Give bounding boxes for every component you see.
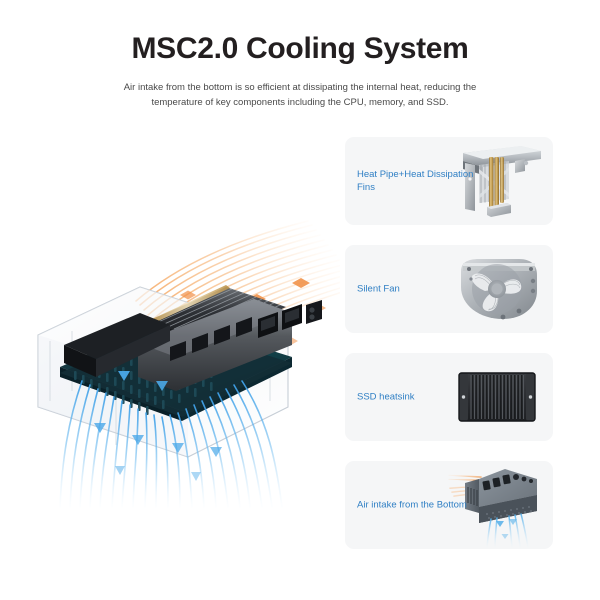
page-subtitle: Air intake from the bottom is so efficie… (123, 82, 477, 108)
feature-card-label: Silent Fan (357, 283, 400, 295)
usb-port (170, 317, 252, 361)
page-header: MSC2.0 Cooling System Air intake from th… (0, 30, 600, 110)
heat-pipe-fins-icon (445, 137, 549, 225)
feature-card-label: SSD heatsink (357, 391, 415, 403)
feature-card-heat-pipe[interactable]: Heat Pipe+Heat Dissipation Fins (345, 137, 553, 225)
feature-card-label: Heat Pipe+Heat Dissipation Fins (357, 169, 474, 193)
rj45-port (258, 304, 302, 338)
feature-card-air-intake[interactable]: Air intake from the Bottom (345, 461, 553, 549)
mini-pc-cutaway-illustration (20, 195, 340, 515)
feature-card-label: Air intake from the Bottom (357, 499, 467, 511)
feature-card-silent-fan[interactable]: Silent Fan (345, 245, 553, 333)
blower-fan-icon (445, 245, 549, 333)
page-title: MSC2.0 Cooling System (131, 32, 469, 65)
power-connector (306, 300, 322, 324)
feature-card-ssd-heatsink[interactable]: SSD heatsink (345, 353, 553, 441)
cool-air-intake-stream (59, 371, 283, 508)
mini-pc-bottom-intake-icon (445, 461, 549, 549)
internal-fan-shroud (64, 313, 170, 377)
io-port-panel (138, 299, 322, 391)
feature-card-list: Heat Pipe+Heat Dissipation Fins (345, 137, 553, 569)
ssd-heatsink-icon (445, 353, 549, 441)
